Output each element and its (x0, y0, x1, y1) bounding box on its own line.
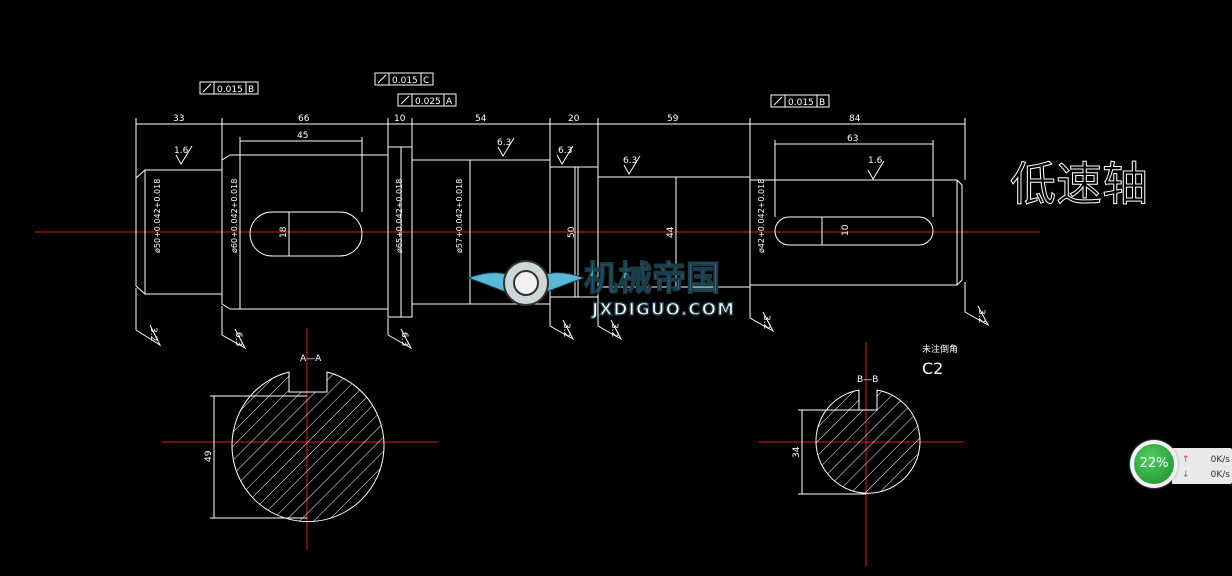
tol-3-value: 0.025 (415, 97, 441, 107)
dia-42: ø42+0.042+0.018 (757, 179, 766, 253)
ra-top-2: 6.3 (497, 138, 511, 148)
ra-top-3: 6.3 (558, 146, 572, 156)
upload-speed: 0K/s (1210, 455, 1230, 465)
download-speed: 0K/s (1210, 470, 1230, 480)
dia-57: ø57+0.042+0.018 (455, 179, 464, 253)
section-a-depth: 49 (204, 450, 214, 462)
length-63: 63 (847, 134, 858, 144)
note-label: 未注倒角 (922, 343, 958, 355)
keyway-width-10: 10 (841, 224, 851, 236)
ra-bottom-2: 6.3 (233, 332, 243, 346)
network-speed-widget[interactable]: ↑ 0K/s ↓ 0K/s 22% (1130, 440, 1232, 488)
watermark-logo: 机械帝国 JXDIGUO.COM (466, 258, 735, 321)
section-b-label: B—B (857, 375, 878, 385)
ra-bottom-6: 3.2 (761, 315, 771, 329)
ra-top-1: 1.6 (174, 146, 189, 156)
tol-3-datum: A (446, 97, 453, 107)
section-b-depth: 34 (792, 446, 802, 458)
roughness-symbols-bottom (135, 282, 990, 350)
length-66: 66 (298, 114, 310, 124)
tol-4-datum: B (819, 98, 825, 108)
watermark-en: JXDIGUO.COM (591, 300, 735, 320)
ra-bottom-7: 3.2 (976, 309, 986, 323)
drawing-title: 低速轴 (1010, 157, 1148, 211)
diameter-lines (469, 160, 677, 304)
network-gauge[interactable]: 22% (1130, 440, 1178, 488)
length-dimensions (135, 118, 966, 217)
shaft-outline (135, 146, 963, 318)
section-a-label: A—A (300, 354, 322, 364)
keyway-b (774, 216, 934, 246)
dia-50: ø50+0.042+0.018 (153, 179, 162, 253)
ra-bottom-5: 3.2 (609, 323, 619, 337)
length-20: 20 (568, 114, 580, 124)
dia-50-plain: 50 (567, 226, 577, 238)
ra-bottom-3: 6.3 (399, 332, 409, 346)
network-percent: 22% (1134, 444, 1174, 484)
section-b (758, 342, 964, 566)
section-a (162, 328, 438, 550)
keyway-a (249, 211, 363, 257)
length-54: 54 (475, 114, 487, 124)
download-arrow-icon: ↓ (1182, 470, 1190, 480)
tol-2-datum: C (423, 76, 429, 86)
tol-4-value: 0.015 (788, 98, 814, 108)
chamfer-note: C2 (922, 359, 943, 378)
ra-top-5: 1.6 (868, 156, 883, 166)
keyway-width-18: 18 (279, 226, 289, 238)
dia-60: ø60+0.042+0.018 (230, 179, 239, 253)
roughness-symbols-top (175, 137, 885, 180)
length-45: 45 (297, 131, 308, 141)
upload-arrow-icon: ↑ (1182, 455, 1190, 465)
watermark-cn: 机械帝国 (584, 259, 720, 299)
length-59: 59 (667, 114, 679, 124)
length-84: 84 (849, 114, 861, 124)
length-10: 10 (394, 114, 406, 124)
ra-top-4: 6.3 (623, 156, 637, 166)
tolerance-frames (199, 72, 830, 108)
ra-bottom-1: 3.2 (148, 327, 158, 341)
ra-bottom-4: 3.2 (561, 323, 571, 337)
network-panel: ↑ 0K/s ↓ 0K/s (1172, 448, 1232, 484)
dia-44: 44 (666, 226, 676, 238)
length-33: 33 (173, 114, 184, 124)
tol-1-datum: B (248, 85, 254, 95)
tol-2-value: 0.015 (392, 76, 418, 86)
dia-65: ø65+0.042+0.018 (395, 179, 404, 253)
tol-1-value: 0.015 (217, 85, 243, 95)
